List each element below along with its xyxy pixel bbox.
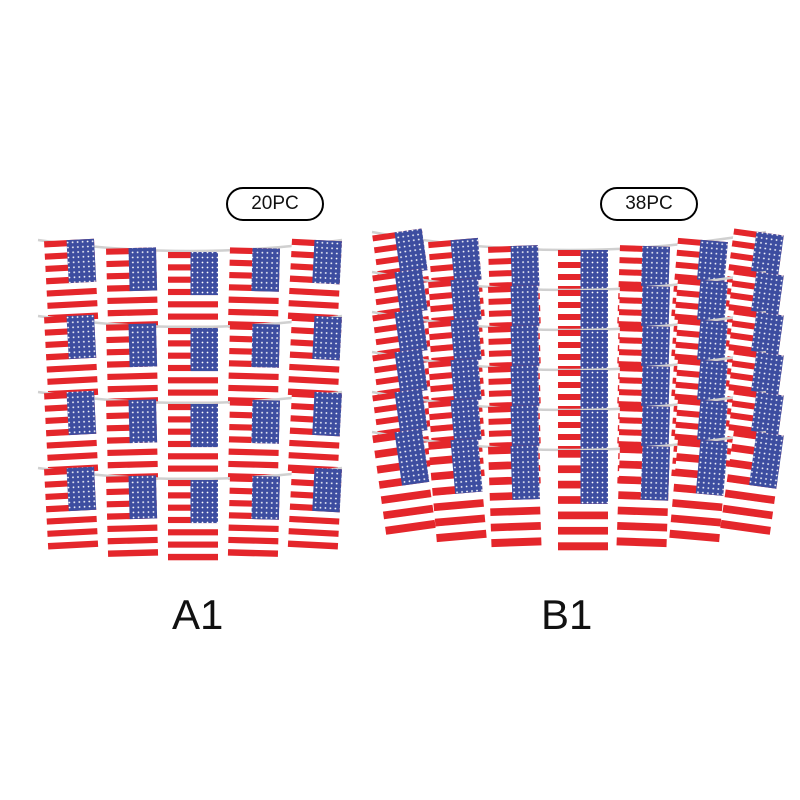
us-flag-icon — [168, 328, 218, 409]
b1-option-label: B1 — [541, 591, 593, 638]
us-flag-icon — [106, 475, 159, 557]
a1-count-badge: 20PC — [226, 187, 324, 221]
us-flag-icon — [720, 428, 784, 535]
us-flag-icon — [616, 445, 670, 548]
us-flag-icon — [669, 437, 728, 543]
us-flag-icon — [44, 314, 99, 398]
a1-bunting-set — [37, 238, 343, 561]
us-flag-icon — [428, 437, 487, 543]
us-flag-icon — [227, 323, 280, 405]
us-flag-icon — [106, 323, 159, 405]
us-flag-icon — [227, 247, 280, 329]
us-flag-icon — [488, 445, 542, 548]
us-flag-icon — [168, 252, 218, 333]
us-flag-icon — [106, 247, 159, 329]
us-flag-icon — [287, 390, 342, 474]
us-flag-icon — [44, 390, 99, 474]
us-flag-icon — [287, 314, 342, 398]
a1-count-text: 20PC — [251, 193, 299, 214]
us-flag-icon — [372, 428, 436, 535]
us-flag-icon — [44, 238, 99, 322]
us-flag-icon — [287, 466, 342, 550]
b1-bunting-set — [371, 228, 784, 551]
b1-count-text: 38PC — [625, 193, 673, 214]
a1-option-label: A1 — [172, 591, 224, 638]
b1-count-badge: 38PC — [600, 187, 698, 221]
us-flag-icon — [168, 404, 218, 485]
us-flag-icon — [44, 466, 99, 550]
us-flag-icon — [287, 238, 342, 322]
us-flag-icon — [227, 475, 280, 557]
us-flag-icon — [168, 480, 218, 561]
us-flag-icon — [106, 399, 159, 481]
us-flag-icon — [558, 450, 608, 551]
us-flag-icon — [227, 399, 280, 481]
